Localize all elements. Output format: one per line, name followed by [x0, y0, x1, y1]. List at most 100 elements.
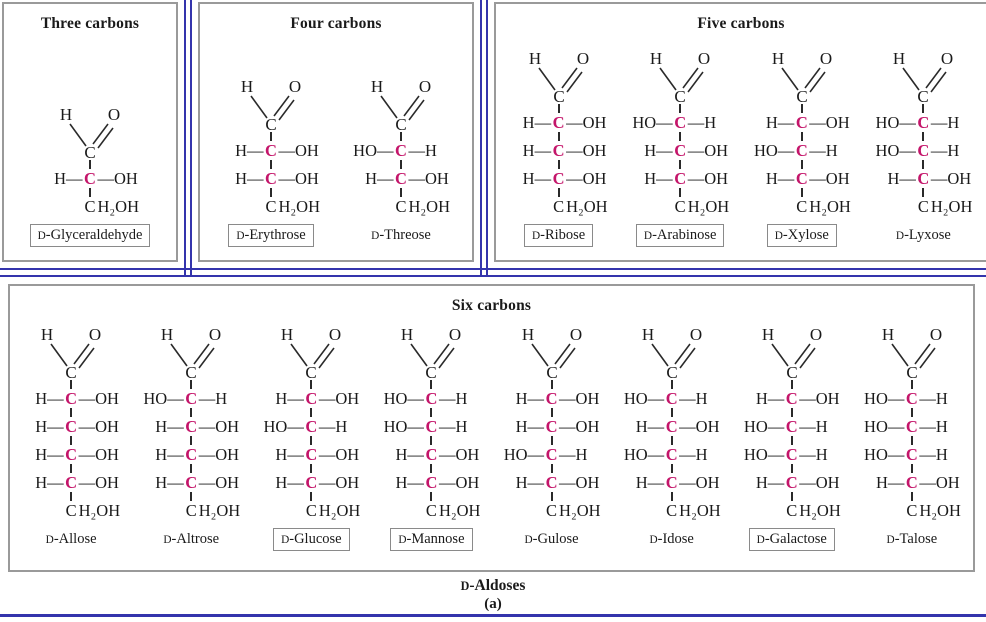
right-substituent: —OH	[559, 389, 600, 409]
bond-vertical	[270, 160, 272, 170]
chiral-carbon: C	[917, 113, 930, 133]
left-substituent: HO—	[875, 113, 916, 133]
right-substituent: —OH	[799, 473, 840, 493]
terminal-group: H₂OH	[318, 501, 361, 521]
bond-vertical	[910, 436, 913, 446]
svg-text:C: C	[786, 363, 797, 380]
left-substituent: H—	[275, 473, 304, 493]
left-substituent: H—	[35, 389, 64, 409]
chiral-carbon: C	[305, 417, 318, 437]
chiral-carbon: C	[185, 389, 198, 409]
frame-vline	[486, 0, 488, 277]
panel-title-five-carbons: Five carbons	[697, 15, 785, 32]
chiral-carbon-row: H—C—OH	[493, 417, 611, 436]
frame-bottom-line	[0, 614, 986, 617]
left-substituent: H—	[235, 169, 264, 189]
right-substituent: —OH	[78, 473, 119, 493]
chiral-carbon-row: H—C—OH	[132, 473, 250, 492]
bond-vertical	[557, 132, 560, 142]
chiral-carbon: C	[65, 389, 78, 409]
bond-vertical	[679, 104, 682, 114]
left-substituent: HO—	[353, 141, 394, 161]
chiral-carbon: C	[545, 417, 558, 437]
chiral-carbon-row: H—C—OH	[132, 445, 250, 464]
svg-text:H: H	[650, 49, 662, 68]
chiral-carbon-row: H—C—OH	[621, 169, 739, 188]
bond-vertical	[310, 408, 313, 418]
chiral-carbon-row: HO—C—H	[864, 113, 982, 132]
right-substituent: —OH	[687, 141, 729, 161]
svg-text:C: C	[553, 87, 564, 104]
chiral-carbon: C	[185, 473, 198, 493]
left-substituent: H—	[875, 473, 905, 493]
chiral-carbon-row: H—C—OH	[212, 169, 330, 188]
bond-vertical	[922, 160, 925, 170]
left-substituent: H—	[644, 141, 673, 161]
chiral-carbon-row: H—C—OH	[252, 389, 370, 408]
bond-vertical	[190, 464, 193, 474]
right-substituent: —OH	[198, 473, 240, 493]
bond-vertical	[310, 436, 313, 446]
bond-vertical	[550, 492, 553, 502]
bond-vertical	[670, 464, 673, 474]
bond-vertical	[190, 436, 193, 446]
d-configuration-prefix: D	[371, 230, 380, 243]
chiral-carbon: C	[395, 169, 407, 189]
molecule-label: D-Altrose	[163, 531, 220, 548]
left-substituent: HO—	[632, 113, 673, 133]
d-configuration-prefix: D	[774, 230, 783, 243]
chiral-carbon-row: H—C—OH	[500, 113, 618, 132]
svg-text:O: O	[690, 325, 702, 344]
bond-vertical	[70, 380, 73, 390]
bond-vertical	[550, 380, 553, 390]
right-substituent: —OH	[318, 389, 360, 409]
left-substituent: HO—	[875, 141, 916, 161]
left-substituent: H—	[515, 417, 545, 437]
left-substituent: H—	[275, 389, 304, 409]
left-substituent: H—	[155, 417, 184, 437]
chiral-carbon-row: H—C—OH	[493, 473, 611, 492]
terminal-group: H₂OH	[687, 197, 730, 217]
terminal-group: H₂OH	[566, 197, 608, 217]
molecule-label: D-Allose	[45, 531, 97, 548]
left-substituent: H—	[395, 445, 424, 465]
bond-vertical	[310, 492, 313, 502]
left-substituent: H—	[522, 113, 552, 133]
bond-vertical	[190, 380, 193, 390]
terminal-carbon: C	[906, 501, 918, 521]
svg-text:O: O	[419, 77, 431, 96]
right-substituent: —H	[919, 445, 948, 465]
chiral-carbon-row: HO—C—H	[864, 141, 982, 160]
svg-text:O: O	[820, 49, 832, 68]
bond-vertical	[679, 188, 682, 198]
right-substituent: —OH	[679, 473, 720, 493]
bond-vertical	[430, 464, 433, 474]
molecule-label: D-Arabinose	[635, 224, 725, 247]
chiral-carbon: C	[65, 417, 78, 437]
terminal-carbon: C	[796, 197, 808, 217]
caption-sub-label: (a)	[484, 596, 502, 612]
left-substituent: H—	[155, 473, 184, 493]
chiral-carbon-row: H—C—OH	[372, 445, 490, 464]
chiral-carbon: C	[395, 141, 407, 161]
d-configuration-prefix: D	[643, 230, 653, 243]
bond-vertical	[790, 464, 793, 474]
right-substituent: —H	[679, 445, 708, 465]
caption-title: D-Aldoses	[460, 577, 526, 594]
svg-text:H: H	[161, 325, 173, 344]
molecule-label: D-Xylose	[766, 224, 837, 247]
right-substituent: —H	[687, 113, 717, 133]
svg-text:O: O	[329, 325, 341, 344]
